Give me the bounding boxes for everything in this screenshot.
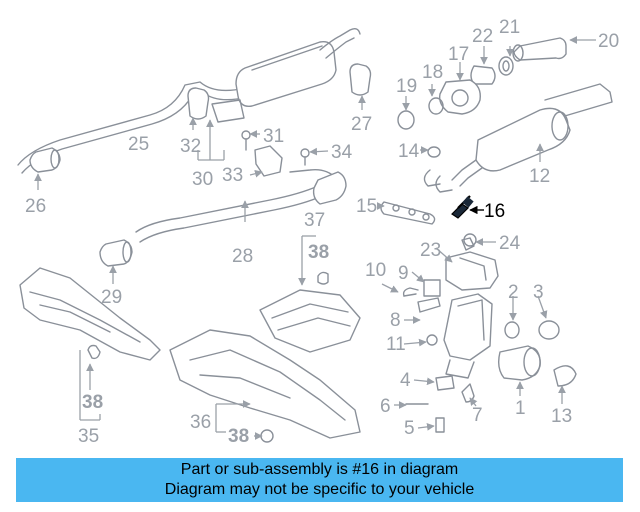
part-15-flange bbox=[380, 201, 436, 225]
banner-line-part-number: Part or sub-assembly is #16 in diagram bbox=[180, 461, 459, 478]
heat-shield-center bbox=[259, 271, 361, 353]
callout-27: 27 bbox=[351, 114, 372, 135]
callout-18: 18 bbox=[422, 62, 443, 83]
callout-34: 34 bbox=[331, 142, 353, 163]
callout-33: 33 bbox=[222, 165, 243, 186]
callout-11: 11 bbox=[386, 334, 406, 355]
turbo-manifold-assembly bbox=[403, 237, 541, 381]
part-26-clamp bbox=[29, 147, 61, 173]
callout-1: 1 bbox=[515, 398, 526, 419]
callout-23: 23 bbox=[420, 240, 441, 261]
callout-28: 28 bbox=[232, 246, 253, 267]
callout-29: 29 bbox=[101, 287, 122, 308]
catalytic-converter-12 bbox=[423, 83, 613, 193]
callout-20: 20 bbox=[598, 31, 619, 52]
callout-12: 12 bbox=[529, 166, 550, 187]
callout-15: 15 bbox=[356, 196, 377, 217]
callout-24: 24 bbox=[499, 233, 521, 254]
callout-31: 31 bbox=[263, 126, 284, 147]
callout-5: 5 bbox=[404, 418, 415, 439]
callout-16: 16 bbox=[484, 201, 505, 222]
callout-8: 8 bbox=[390, 310, 401, 331]
part-29-clamp bbox=[99, 239, 133, 267]
callout-17: 17 bbox=[448, 44, 469, 65]
callout-labels: 1 2 3 4 5 6 7 8 9 10 11 12 13 14 15 16 1… bbox=[25, 17, 619, 447]
turbo-inlet-parts bbox=[397, 37, 567, 158]
callout-37: 37 bbox=[304, 210, 325, 231]
hanger-brackets bbox=[241, 130, 337, 179]
callout-3: 3 bbox=[533, 282, 544, 303]
callout-14: 14 bbox=[398, 141, 420, 162]
callout-35: 35 bbox=[78, 426, 99, 447]
banner-line-disclaimer: Diagram may not be specific to your vehi… bbox=[164, 481, 475, 498]
leader-lines bbox=[34, 36, 596, 440]
callout-38-left: 38 bbox=[82, 392, 103, 413]
callout-21: 21 bbox=[499, 17, 520, 38]
callout-13: 13 bbox=[551, 406, 572, 427]
callout-10: 10 bbox=[365, 260, 386, 281]
callout-38-bottom: 38 bbox=[228, 426, 249, 447]
callout-6: 6 bbox=[380, 396, 391, 417]
callout-32: 32 bbox=[180, 136, 201, 157]
callout-4: 4 bbox=[400, 370, 411, 391]
callout-30: 30 bbox=[192, 169, 213, 190]
callout-36: 36 bbox=[190, 412, 211, 433]
intermediate-pipe bbox=[135, 171, 347, 243]
callout-22: 22 bbox=[472, 26, 493, 47]
callout-9: 9 bbox=[398, 263, 409, 284]
callout-7: 7 bbox=[472, 405, 483, 426]
callout-19: 19 bbox=[396, 76, 417, 97]
heat-shield-rear bbox=[169, 329, 361, 443]
heat-shield-front bbox=[19, 267, 161, 361]
callout-38-center: 38 bbox=[308, 242, 329, 263]
callout-26: 26 bbox=[25, 196, 46, 217]
callout-25: 25 bbox=[128, 134, 149, 155]
info-banner: Part or sub-assembly is #16 in diagram D… bbox=[16, 458, 623, 502]
part-16-bolt bbox=[451, 195, 474, 219]
callout-2: 2 bbox=[508, 282, 519, 303]
